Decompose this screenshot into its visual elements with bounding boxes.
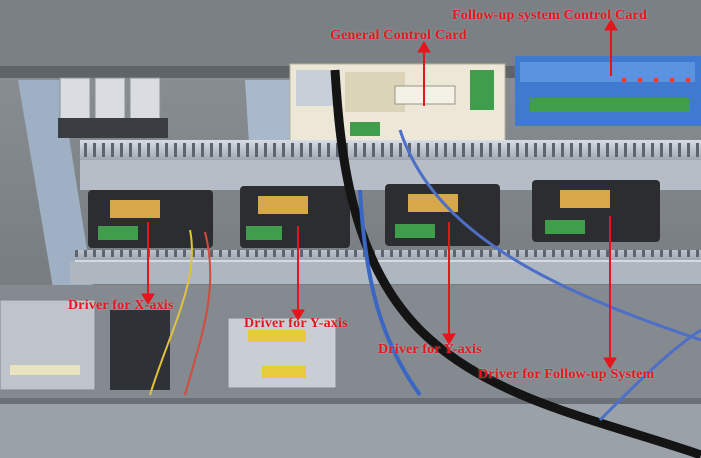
annotation-arrows [141, 19, 618, 369]
follow-up-control-card [515, 56, 701, 126]
blue-cable-2 [398, 129, 701, 342]
driver-x-axis [88, 190, 213, 248]
mounting-frame-left [18, 80, 95, 300]
label-driver-x-axis: Driver for X-axis [68, 298, 174, 313]
driver-y-axis-1 [240, 186, 350, 248]
relay-bank [58, 77, 168, 138]
dc-power-supply [227, 317, 337, 389]
label-follow-up-control-card: Follow-up system Control Card [452, 8, 647, 23]
general-control-card [289, 63, 506, 145]
label-driver-y-axis-2: Driver for Y-axis [378, 342, 482, 357]
label-driver-y-axis-1: Driver for Y-axis [244, 316, 348, 331]
black-cable [330, 69, 701, 458]
label-driver-follow-up-system: Driver for Follow-up System [478, 367, 655, 382]
cabinet-bottom [0, 398, 701, 458]
blue-cable-1 [358, 189, 422, 397]
label-general-control-card: General Control Card [330, 28, 467, 43]
driver-follow-up-system [532, 180, 660, 242]
